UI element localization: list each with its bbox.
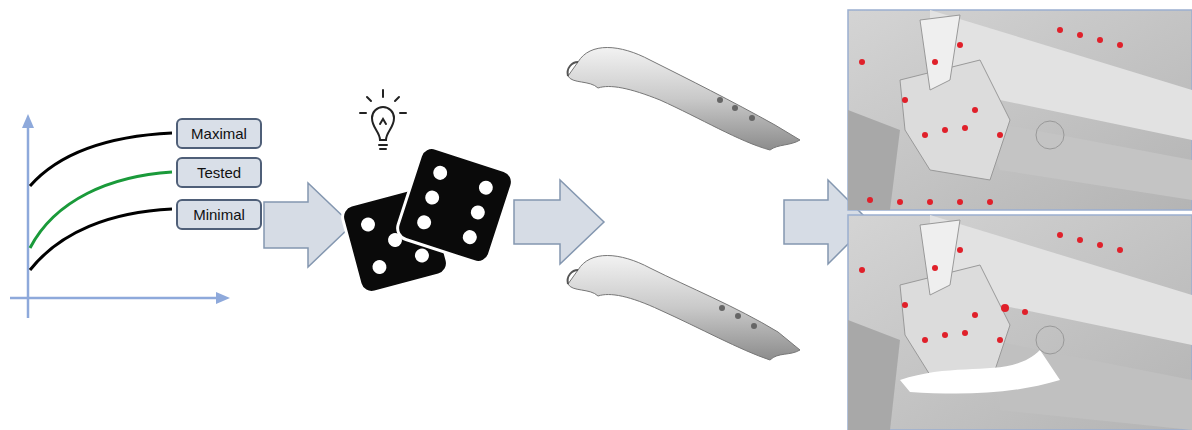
box-label: Maximal xyxy=(191,125,247,142)
box-label: Tested xyxy=(197,164,241,181)
label-box: Minimal xyxy=(176,199,262,230)
label-box: Tested xyxy=(176,157,262,188)
part-shape xyxy=(568,48,800,151)
lightbulb-icon xyxy=(360,90,406,149)
box-label: Minimal xyxy=(193,206,245,223)
min-curve xyxy=(30,209,172,270)
axis-arrowhead xyxy=(22,114,34,128)
part-shape xyxy=(568,256,800,361)
max-curve xyxy=(30,133,172,186)
label-box: Maximal xyxy=(176,118,262,149)
axis-arrowhead xyxy=(216,292,230,304)
dice-icon xyxy=(340,145,516,296)
simulation-view xyxy=(848,10,1192,430)
